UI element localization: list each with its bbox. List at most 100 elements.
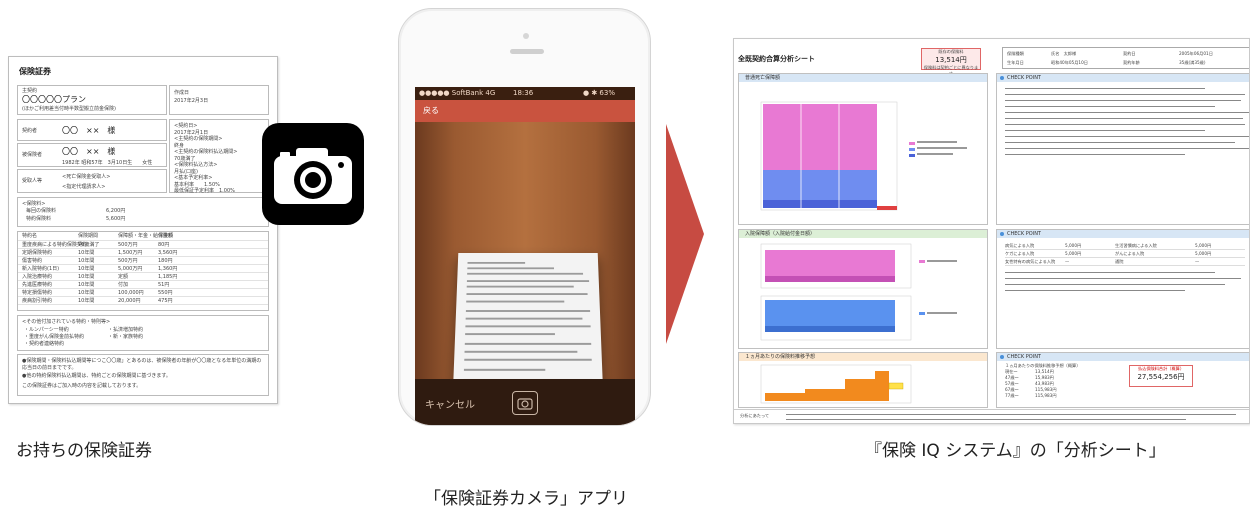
table-cell: 新入院特約(1日) [22, 266, 60, 272]
side-note: 終身 [174, 142, 185, 149]
premium-row-value: 5,600円 [106, 216, 126, 222]
premium-label: <保険料> [22, 201, 46, 207]
monthly-row: 47歳〜15,983円 [1005, 375, 1085, 381]
info-value: 昭和40年05月10日 [1051, 60, 1088, 65]
current-premium-box: 既存の保険料 13,514円 保険料は契約ごとに異なります [921, 48, 981, 76]
camera-controls: キャンセル [415, 379, 635, 425]
time-label: 18:36 [513, 89, 534, 97]
carrier-label: ●●●●● SoftBank 4G [419, 89, 496, 97]
check-point-panel-3: CHECK POINT １ヵ月あたりの保険料推移予想（概算） 現在〜13,514… [996, 352, 1249, 408]
insured-box: 被保険者 〇〇 ×× 様 1982年 昭和57年 3月10日生 女性 [17, 143, 167, 167]
rider-item: ・ルンパーシー特約 [24, 327, 69, 333]
app-top-bar: 戻る [415, 100, 635, 122]
death-benefit-panel: 普通死亡保障額 [738, 73, 988, 225]
side-note: <主契約の保険期間> [174, 136, 223, 142]
phone-speaker [510, 49, 544, 54]
table-cell: 1,185円 [158, 274, 178, 280]
table-cell: 70歳満了 [78, 242, 100, 248]
table-cell: 10年間 [78, 282, 95, 288]
coverage-cell: がんによる入院 [1115, 251, 1145, 256]
beneficiary-1: <死亡保険金受取人> [62, 174, 111, 180]
shutter-button[interactable] [512, 391, 538, 415]
info-value: 氏名 太郎様 [1051, 51, 1077, 56]
holder-label: 契約者 [22, 128, 38, 134]
coverage-cell: 5,000円 [1195, 251, 1212, 256]
table-cell: 180円 [158, 258, 173, 264]
table-cell: 500万円 [118, 258, 138, 264]
date-value: 2017年2月3日 [174, 98, 209, 104]
beneficiary-label: 受取人等 [22, 178, 43, 184]
camera-app-icon[interactable] [262, 123, 364, 225]
back-button[interactable]: 戻る [423, 106, 439, 115]
sheet-footer: 分析にあたって [734, 409, 1249, 423]
total-premium-box: 払込保険料合計（概算） 27,554,256円 [1129, 365, 1193, 387]
coverage-cell: 通院 [1115, 259, 1124, 264]
panel-title: １ヵ月あたりの保険料推移予想 [739, 353, 987, 361]
table-cell: 10年間 [78, 274, 95, 280]
insured-label: 被保険者 [22, 152, 43, 158]
insurance-certificate: 保険証券 主契約 〇〇〇〇〇プラン (ほかご利用差当付時半数型搬立前金保険) 作… [8, 56, 278, 404]
table-cell: 500万円 [118, 242, 138, 248]
death-benefit-chart [760, 101, 967, 211]
table-cell: 傷害特約 [22, 258, 43, 264]
monthly-label: １ヵ月あたりの保険料推移予想（概算） [1005, 363, 1081, 368]
plan-label: 主契約 [22, 88, 38, 94]
side-notes-box: <契約日>2017年2月1日<主契約の保険期間>終身<主契約の保険料払込期間>7… [169, 119, 269, 194]
coverage-cell: — [1195, 259, 1200, 264]
table-cell: 5,000万円 [118, 266, 143, 272]
total-caption: 払込保険料合計（概算） [1137, 366, 1185, 371]
other-riders-box: <その他付加されている特約・特則等> ・ルンパーシー特約 ・払済増加特約 ・重度… [17, 315, 269, 351]
plan-sub: (ほかご利用差当付時半数型搬立前金保険) [22, 106, 116, 112]
table-cell: 80円 [158, 242, 170, 248]
table-header-3: 保障額・年金・給付金額 [118, 233, 174, 239]
premium-caption: 既存の保険料 [938, 49, 964, 54]
rider-item: ・契約者連絡特約 [24, 341, 65, 347]
table-cell: 重度疾病による特約保険契約 [22, 242, 87, 248]
flow-arrow [666, 124, 704, 344]
cancel-button[interactable]: キャンセル [425, 400, 475, 411]
side-note: 2017年2月1日 [174, 129, 209, 136]
battery-label: ● ✱ 63% [583, 89, 615, 97]
coverage-cell: 病気による入院 [1005, 243, 1035, 248]
front-camera [523, 33, 529, 39]
hospitalization-chart [760, 243, 957, 341]
footnote-1: ●保険期間・保険料払込期間等につこ〇〇歳」とあるのは、被保険者の年齢が〇〇歳とな… [22, 358, 262, 371]
table-cell: 10年間 [78, 290, 95, 296]
table-cell: 疾病割引特約 [22, 298, 53, 304]
monthly-premium-panel: １ヵ月あたりの保険料推移予想 [738, 352, 988, 408]
plan-name: 〇〇〇〇〇プラン [22, 95, 86, 104]
rider-title: <その他付加されている特約・特則等> [22, 319, 111, 325]
shutter-icon [517, 398, 533, 410]
monthly-age: 67歳〜 [1005, 387, 1019, 392]
check-point-header: CHECK POINT [997, 353, 1249, 361]
table-cell: 550円 [158, 290, 173, 296]
insured-birth: 1982年 昭和57年 3月10日生 女性 [62, 160, 153, 166]
table-header-2: 保険期間 [78, 233, 99, 239]
table-cell: 1,500万円 [118, 250, 143, 256]
coverage-cell: 生活習慣病による入院 [1115, 243, 1157, 248]
coverage-cell: 5,000円 [1065, 243, 1082, 248]
holder-name: 〇〇 ×× 様 [62, 126, 116, 135]
check-point-header: CHECK POINT [997, 74, 1249, 82]
sheet-title: 全既契約合算分析シート [738, 55, 815, 63]
monthly-amount: 43,983円 [1035, 381, 1054, 386]
side-note: 最低保証予定利率 1.00% [174, 188, 235, 194]
table-cell: 475円 [158, 298, 173, 304]
check-point-header: CHECK POINT [997, 230, 1249, 238]
table-cell: 51円 [158, 282, 170, 288]
info-value: 35歳(満35歳) [1179, 60, 1206, 65]
panel-title: 入院保障額（入院給付金日額） [739, 230, 987, 238]
monthly-amount: 13,514円 [1035, 369, 1054, 374]
